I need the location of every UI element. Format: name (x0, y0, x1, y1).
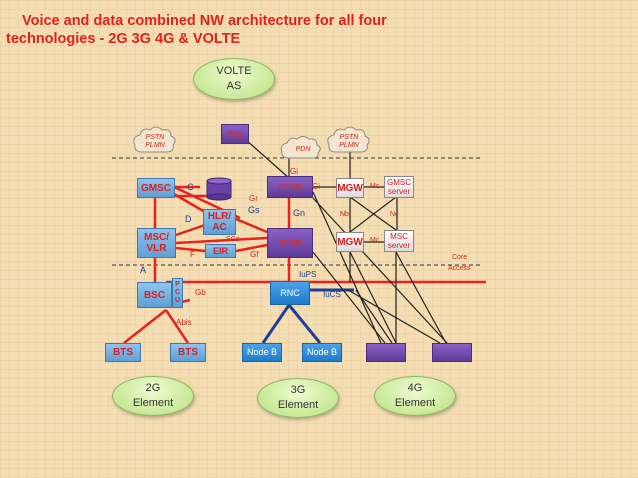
interface-label-gf: Gf (250, 250, 259, 259)
interface-label-gs: Gs (248, 205, 260, 215)
interface-label-a: A (140, 265, 147, 275)
interface-label-iups: IuPS (299, 270, 317, 279)
cloud-shapes (133, 126, 370, 159)
interface-label-f: F (190, 250, 195, 259)
bts-node-2: BTS (170, 343, 206, 362)
hlr-ac-node: HLR/ AC (203, 209, 236, 235)
core-label: Core (452, 254, 468, 261)
gmsc-node: GMSC (137, 178, 175, 198)
interface-label-gr: Gr (249, 194, 258, 203)
pcu-node: P C U (172, 278, 183, 308)
interface-label-mc-top: Mc (370, 183, 380, 190)
title-line-2: technologies - 2G 3G 4G & VOLTE (6, 31, 241, 47)
storage-cylinder (206, 177, 232, 201)
cloud-label-pstn-right: PSTN PLMN (339, 134, 359, 149)
interface-label-gn: Gn (293, 208, 306, 218)
interface-label-nb: Nb (340, 211, 349, 218)
3g-element-oval: 3G Element (257, 378, 339, 418)
2g-element-oval: 2G Element (112, 376, 194, 416)
cloud-pstn-right (327, 126, 370, 153)
interface-label-sgs: SGs (226, 236, 240, 243)
volte-as-oval: VOLTE AS (193, 58, 275, 100)
gmsc-server-node: GMSC server (384, 176, 414, 198)
bsc-node: BSC (137, 282, 172, 308)
node-b-2: Node B (302, 343, 342, 362)
bts-node-1: BTS (105, 343, 141, 362)
ims-node: IMS (221, 124, 249, 144)
4g-element-oval: 4G Element (374, 376, 456, 416)
cloud-pdn (280, 136, 321, 159)
cloud-label-pdn: PDN (295, 146, 311, 153)
interface-label-abis: Abis (176, 318, 192, 327)
red-links (123, 185, 486, 344)
slide-title: Voice and data combined NW architecture … (6, 12, 626, 48)
sgsn-node: SGSN (267, 228, 313, 258)
msc-server-node: MSC server (384, 230, 414, 252)
interface-label-iucs: IuCS (323, 290, 341, 299)
black-links (245, 139, 448, 344)
interface-label-gi-right: Gi (312, 182, 320, 191)
interface-label-mc-bottom: Mc (370, 237, 380, 244)
enodeb-node-1 (366, 343, 406, 362)
cloud-pstn-left (133, 126, 176, 153)
node-b-1: Node B (242, 343, 282, 362)
eir-node: EIR (205, 244, 236, 258)
interface-label-nc: Nc (390, 211, 399, 218)
interface-label-c: C (187, 182, 194, 192)
ggsn-node: GGSN (267, 176, 313, 198)
interface-label-gb: Gb (195, 288, 206, 297)
cloud-label-pstn-left: PSTN PLMN (145, 134, 165, 149)
mgw-bottom-node: MGW (336, 232, 364, 252)
mgw-top-node: MGW (336, 178, 364, 198)
access-label: Access (448, 265, 471, 272)
interface-label-d: D (185, 214, 192, 224)
title-line-1: Voice and data combined NW architecture … (22, 13, 387, 29)
enodeb-node-2 (432, 343, 472, 362)
interface-label-gi-top: Gi (290, 167, 298, 176)
msc-vlr-node: MSC/ VLR (137, 228, 176, 258)
rnc-node: RNC (270, 281, 310, 305)
